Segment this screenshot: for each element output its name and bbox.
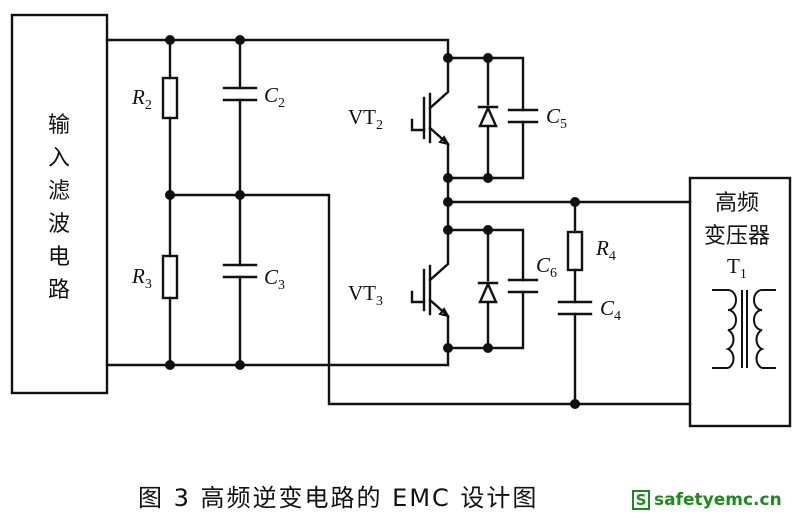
junction-dots xyxy=(165,35,580,409)
capacitor-c4 xyxy=(557,300,593,316)
transformer-label: T1 xyxy=(727,254,747,282)
input-filter-block xyxy=(10,13,109,395)
label-r4: R4 xyxy=(595,236,616,264)
capacitor-c5 xyxy=(507,108,539,124)
input-filter-char: 入 xyxy=(48,146,70,171)
watermark-text: safetyemc.cn xyxy=(654,490,782,510)
resistor-r4 xyxy=(566,230,584,272)
transformer-title-line1: 高频 xyxy=(715,191,759,216)
input-filter-char: 输 xyxy=(48,113,70,138)
label-c3: C3 xyxy=(264,265,285,293)
igbt-vt3 xyxy=(410,228,451,350)
capacitor-c2 xyxy=(222,86,258,102)
input-filter-char: 滤 xyxy=(48,179,70,204)
input-filter-char: 路 xyxy=(48,278,70,303)
figure-caption: 图 3 高频逆变电路的 EMC 设计图 xyxy=(138,484,538,512)
input-filter-char: 电 xyxy=(48,245,70,270)
label-c6: C6 xyxy=(536,253,557,281)
site-watermark: S safetyemc.cn xyxy=(632,487,804,513)
label-c2: C2 xyxy=(264,83,285,111)
resistor-r2 xyxy=(161,76,179,120)
label-r3: R3 xyxy=(131,264,152,292)
label-c5: C5 xyxy=(546,104,567,132)
transformer-block xyxy=(688,176,792,428)
label-r2: R2 xyxy=(131,85,152,113)
label-c4: C4 xyxy=(600,296,621,324)
label-vt2: VT2 xyxy=(348,105,383,133)
wires xyxy=(105,38,692,406)
diode-vt2 xyxy=(477,105,499,128)
input-filter-char: 波 xyxy=(48,212,70,237)
capacitor-c6 xyxy=(507,278,539,294)
resistor-r3 xyxy=(161,254,179,300)
label-vt3: VT3 xyxy=(348,281,383,309)
diode-vt3 xyxy=(477,281,499,304)
igbt-vt2 xyxy=(410,56,451,180)
transformer-symbol xyxy=(712,289,776,369)
transformer-title-line2: 变压器 xyxy=(704,224,770,249)
safetyemc-logo-icon: S xyxy=(632,490,650,510)
capacitor-c3 xyxy=(222,263,258,279)
